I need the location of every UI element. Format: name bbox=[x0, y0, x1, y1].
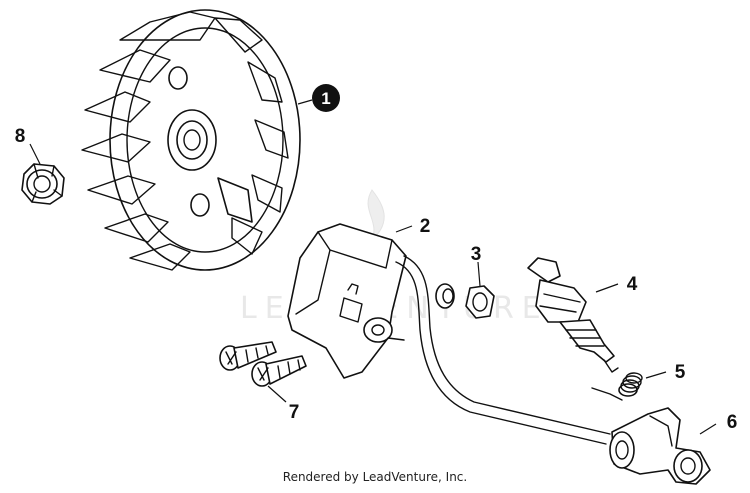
callout-1: 1 bbox=[312, 84, 340, 112]
grommet-icon bbox=[435, 283, 495, 319]
callout-3: 3 bbox=[471, 244, 482, 265]
flywheel-icon bbox=[81, 9, 301, 271]
ignition-coil-icon bbox=[287, 223, 407, 379]
callout-4: 4 bbox=[627, 274, 638, 295]
ht-lead-outline bbox=[403, 255, 611, 435]
footer-credit: Rendered by LeadVenture, Inc. bbox=[282, 470, 468, 484]
callout-8: 8 bbox=[15, 126, 26, 147]
spark-plug-icon bbox=[527, 257, 619, 373]
callout-5: 5 bbox=[675, 362, 686, 383]
callout-7: 7 bbox=[289, 402, 300, 423]
spark-plug-boot-icon bbox=[609, 407, 711, 485]
callout-1-label: 1 bbox=[321, 89, 330, 108]
ht-lead bbox=[395, 261, 607, 445]
leader-lines bbox=[29, 99, 717, 435]
callout-2: 2 bbox=[420, 216, 431, 237]
flange-nut-icon bbox=[21, 163, 65, 205]
screw-icon bbox=[219, 341, 307, 387]
callout-6: 6 bbox=[727, 412, 738, 433]
spring-icon bbox=[591, 372, 643, 401]
